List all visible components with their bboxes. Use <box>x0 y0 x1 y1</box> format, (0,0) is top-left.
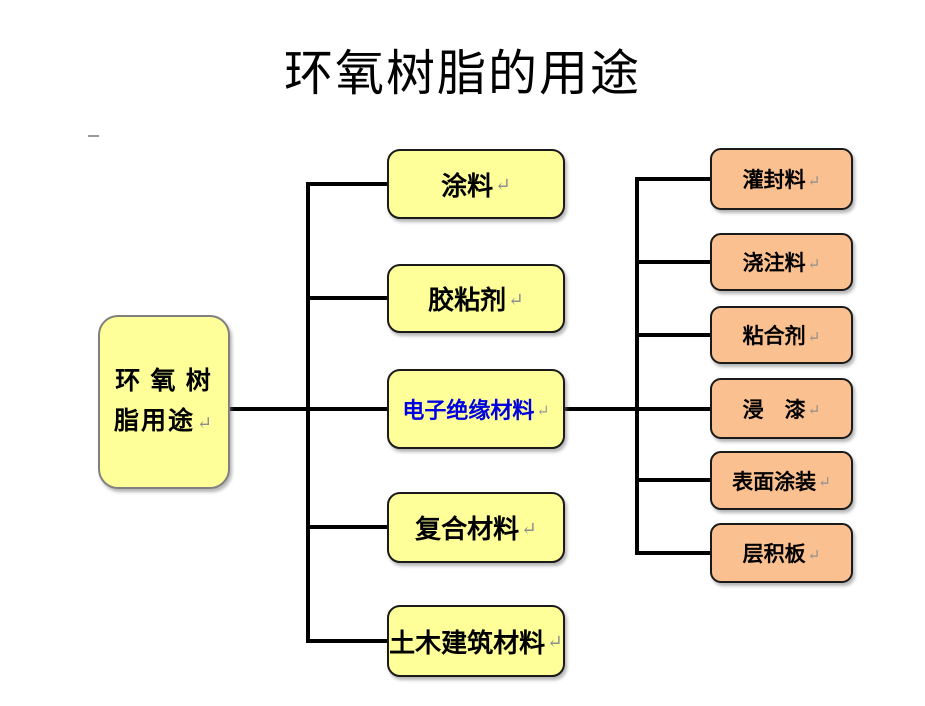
node-label: 土木建筑材料 <box>389 628 546 658</box>
stray-mark <box>88 135 99 137</box>
connector-branch-composite <box>308 525 387 529</box>
page-title: 环氧树脂的用途 <box>283 46 641 101</box>
node-bonding-agent: 粘合剂↵ <box>710 306 853 364</box>
node-label: 胶粘剂 <box>428 286 507 315</box>
connector-branch-bonding <box>639 333 710 337</box>
node-label: 浸 漆 <box>742 397 806 422</box>
connector-left-trunk <box>306 182 310 643</box>
node-label: 复合材料 <box>415 515 520 544</box>
node-label: 脂用途↵ <box>113 407 215 435</box>
connector-branch-civil <box>308 639 387 643</box>
connector-branch-adhesive <box>308 296 387 300</box>
node-label: 粘合剂 <box>742 324 806 348</box>
return-mark: ↵ <box>495 175 511 196</box>
connector-branch-potting <box>639 177 710 181</box>
node-label: 电子绝缘材料 <box>402 398 535 423</box>
node-electronic-insulation: 电子绝缘材料↵ <box>387 369 565 449</box>
return-mark: ↵ <box>807 403 821 419</box>
node-label: 层积板 <box>742 542 806 566</box>
return-mark: ↵ <box>508 289 524 311</box>
connector-right-trunk <box>635 177 639 555</box>
node-coatings: 涂料↵ <box>387 149 565 219</box>
connector-root-to-electronic <box>229 407 387 411</box>
return-mark: ↵ <box>807 547 821 564</box>
node-surface-coating: 表面涂装↵ <box>710 451 853 510</box>
connector-branch-surface <box>639 478 710 482</box>
node-label: 涂料 <box>441 171 494 201</box>
node-root-epoxy-uses: 环 氧 树 脂用途↵ <box>98 315 230 489</box>
node-label: 环 氧 树 <box>115 367 213 395</box>
node-casting-compound: 浇注料↵ <box>710 233 853 291</box>
return-mark: ↵ <box>536 403 550 420</box>
connector-electronic-to-right <box>565 407 710 411</box>
node-label: 灌封料 <box>742 168 806 192</box>
node-civil-construction: 土木建筑材料↵ <box>387 605 565 677</box>
node-composite: 复合材料↵ <box>387 492 565 563</box>
connector-branch-casting <box>639 260 710 264</box>
return-mark: ↵ <box>807 173 821 190</box>
return-mark: ↵ <box>818 475 831 491</box>
node-label: 表面涂装 <box>732 469 817 494</box>
return-mark: ↵ <box>521 518 537 540</box>
return-mark: ↵ <box>547 632 563 653</box>
node-adhesive: 胶粘剂↵ <box>387 264 565 333</box>
node-potting-compound: 灌封料↵ <box>710 148 853 210</box>
connector-branch-coatings <box>308 182 387 186</box>
return-mark: ↵ <box>196 412 215 433</box>
node-dipping-varnish: 浸 漆↵ <box>710 378 853 439</box>
return-mark: ↵ <box>807 329 821 346</box>
connector-branch-laminate <box>639 551 710 555</box>
node-label: 浇注料 <box>742 251 806 275</box>
node-laminate: 层积板↵ <box>710 523 853 583</box>
return-mark: ↵ <box>807 256 821 273</box>
